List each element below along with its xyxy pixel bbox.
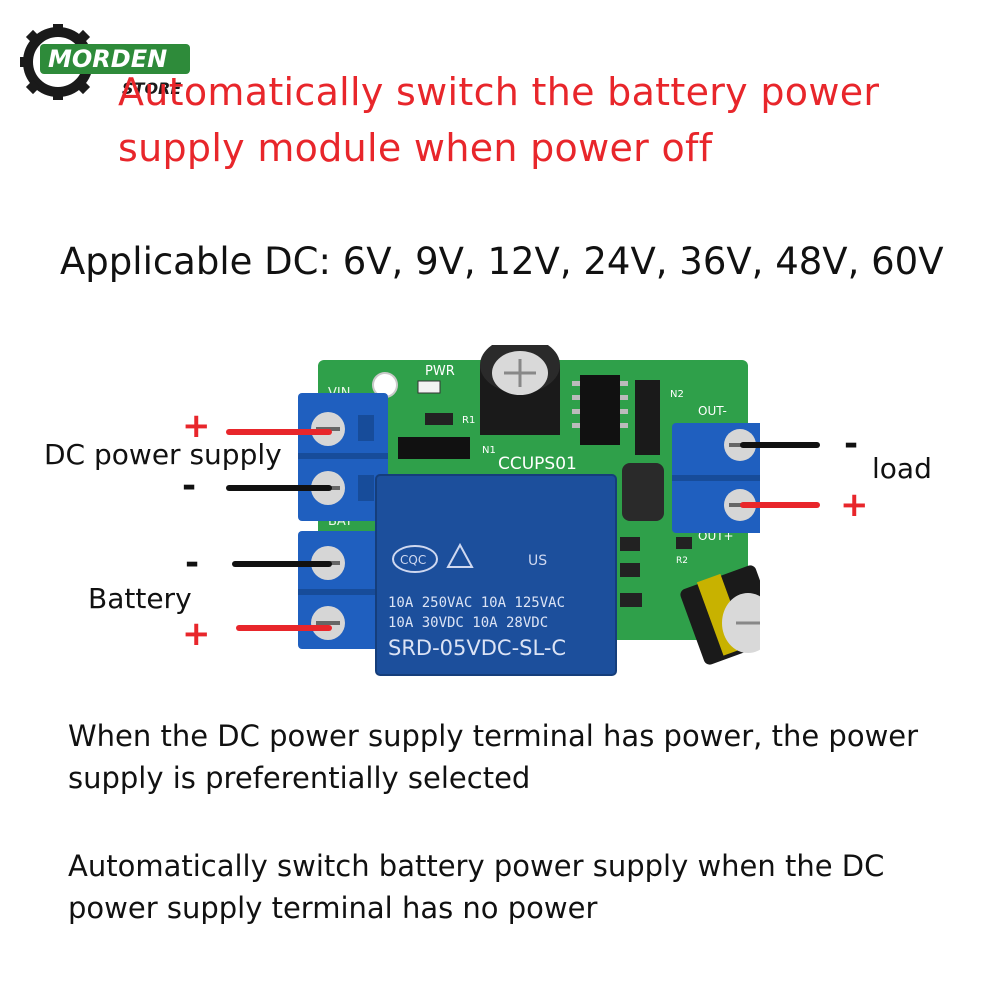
ups-module-board: VIN BAT PWR R1 N1 N2 OUT- OUT+ R2 CCUPS0…	[298, 345, 760, 676]
svg-text:STORE: STORE	[122, 79, 181, 98]
title-line-1: Automatically switch the battery power	[118, 70, 880, 114]
n2-silk: N2	[670, 389, 684, 400]
terminal-block-battery	[298, 531, 388, 649]
wire-dc-plus	[226, 429, 332, 435]
applicable-dc-text: Applicable DC: 6V, 9V, 12V, 24V, 36V, 48…	[60, 240, 944, 283]
battery-plus-sign: +	[182, 614, 211, 654]
ic-chip	[580, 375, 620, 445]
battery-minus-sign: -	[185, 543, 200, 583]
title-line-2: supply module when power off	[118, 126, 713, 170]
diode	[398, 437, 470, 459]
capacitor-bottom	[680, 565, 760, 665]
svg-text:MORDEN: MORDEN	[48, 45, 167, 73]
dc-power-supply-label: DC power supply	[44, 438, 282, 471]
battery-label: Battery	[88, 582, 192, 615]
dc-plus-sign: +	[182, 406, 211, 446]
dc-minus-sign: -	[182, 466, 197, 506]
load-minus-sign: -	[844, 424, 859, 464]
out-silk: OUT-	[698, 404, 727, 418]
relay: CQC US 10A 250VAC 10A 125VAC 10A 30VDC 1…	[375, 474, 617, 676]
wire-dc-minus	[226, 485, 332, 491]
wire-load-minus	[740, 442, 820, 448]
inductor	[622, 463, 664, 521]
description-power-priority: When the DC power supply terminal has po…	[68, 719, 919, 795]
relay-rating-2: 10A 30VDC 10A 28VDC	[388, 615, 548, 631]
r2-silk: R2	[676, 556, 688, 566]
wire-battery-plus	[236, 625, 332, 631]
morden-store-logo: MORDEN STORE	[20, 24, 190, 100]
wire-battery-minus	[232, 561, 332, 567]
load-plus-sign: +	[840, 485, 869, 525]
r1-silk: R1	[462, 415, 475, 426]
relay-cert-cqc: CQC	[400, 553, 426, 567]
relay-rating-1: 10A 250VAC 10A 125VAC	[388, 595, 565, 611]
transistor	[635, 380, 660, 455]
board-model-silk: CCUPS01	[498, 454, 577, 474]
load-label: load	[872, 452, 932, 485]
n1-silk: N1	[482, 445, 496, 456]
terminal-block-load	[672, 423, 760, 533]
relay-model: SRD-05VDC-SL-C	[388, 636, 566, 660]
capacitor-top	[480, 345, 560, 435]
terminal-block-dc-in	[298, 393, 388, 521]
wire-load-plus	[740, 502, 820, 508]
relay-cert-us: US	[528, 553, 547, 569]
description-battery-switch: Automatically switch battery power suppl…	[68, 849, 885, 925]
pwr-silk: PWR	[425, 364, 455, 379]
